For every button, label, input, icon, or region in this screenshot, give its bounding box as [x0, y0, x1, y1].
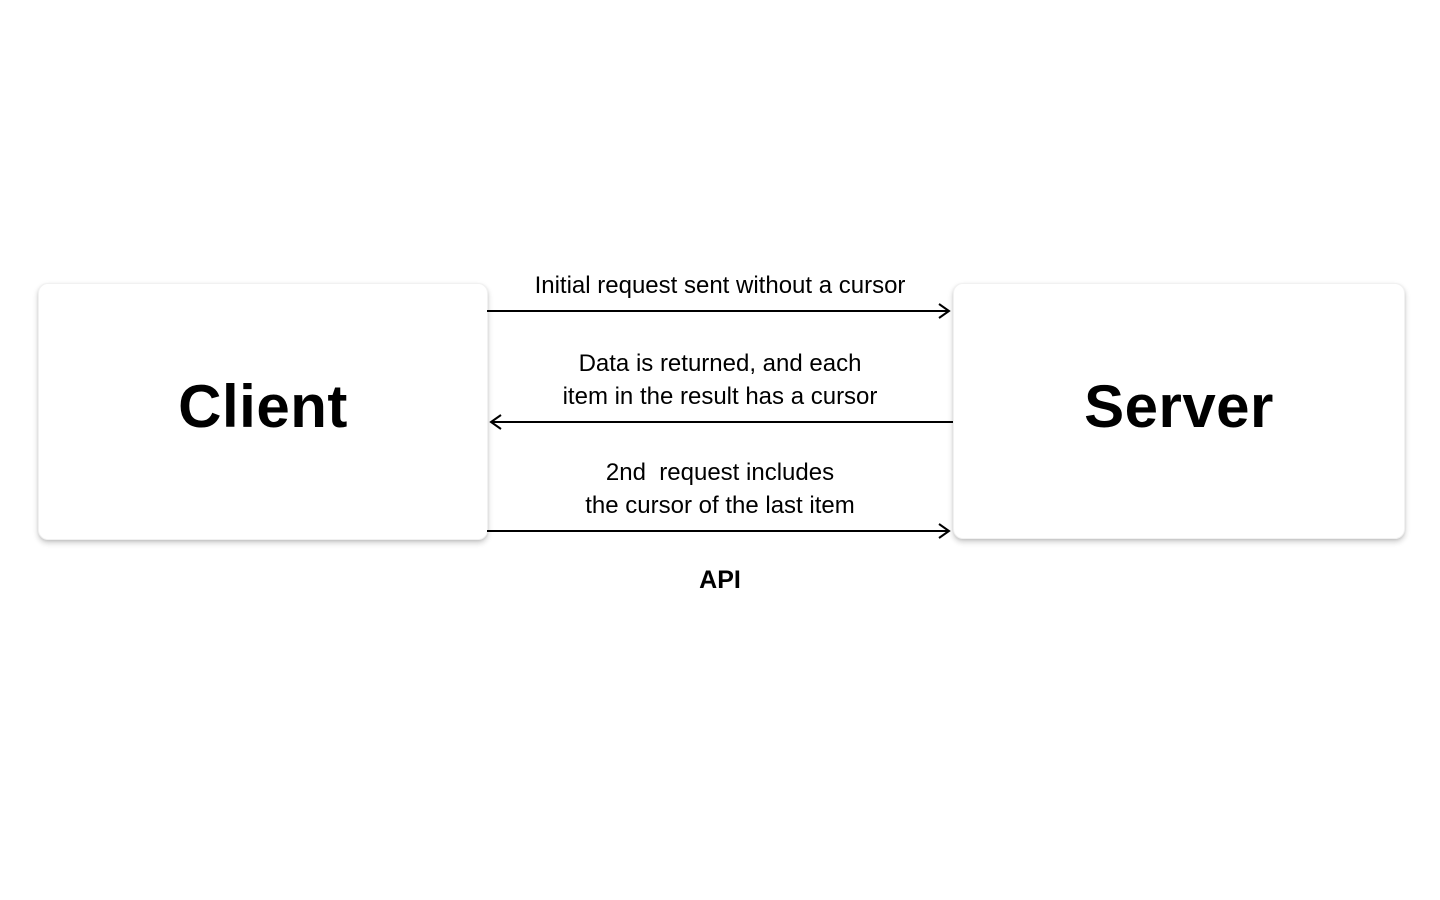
message-label-line-1: Data is returned, and each	[578, 350, 862, 377]
server-node: Server	[953, 283, 1405, 539]
server-node-label: Server	[1084, 372, 1274, 440]
client-node-label: Client	[178, 373, 348, 440]
message-data-returned: Data is returned, and each item in the r…	[487, 347, 953, 430]
message-label: Initial request sent without a cursor	[534, 272, 906, 299]
arrow-right-icon	[487, 303, 951, 319]
message-label-line-2: item in the result has a cursor	[562, 383, 878, 410]
message-label-line-1: 2nd request includes	[605, 459, 835, 486]
arrow-left-icon	[489, 414, 953, 430]
message-initial-request: Initial request sent without a cursor	[487, 269, 953, 319]
message-label-line-2: the cursor of the last item	[585, 492, 855, 519]
client-node: Client	[38, 283, 488, 540]
arrow-right-icon	[487, 523, 951, 539]
api-caption: API	[699, 566, 741, 594]
message-second-request: 2nd request includes the cursor of the l…	[487, 456, 953, 539]
